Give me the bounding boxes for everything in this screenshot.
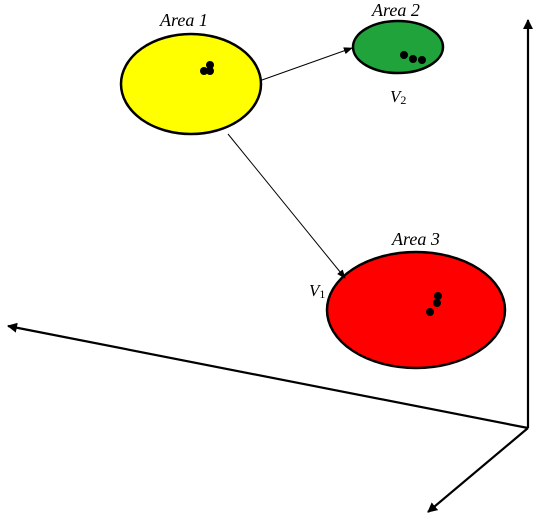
area-3-label: Area 3 — [391, 229, 440, 249]
area-1-ellipse — [119, 32, 263, 136]
vector-v1-symbol: V — [309, 281, 322, 300]
data-point — [433, 299, 441, 307]
data-point — [409, 55, 417, 63]
data-point — [434, 292, 442, 300]
area-3-points — [426, 292, 442, 316]
data-point — [418, 56, 426, 64]
vector-v2-symbol: V — [390, 87, 403, 106]
data-point — [206, 67, 214, 75]
vector-v1-subscript: 1 — [319, 287, 325, 301]
arrow-area1-to-area2 — [261, 47, 353, 81]
area-1: Area 1 — [119, 10, 263, 136]
area-3-ellipse — [325, 250, 507, 370]
left-axis — [7, 322, 529, 430]
axes — [7, 19, 533, 513]
data-point — [426, 308, 434, 316]
arrow-area1-to-area3 — [227, 133, 346, 279]
area-2-ellipse — [351, 19, 445, 75]
vector-v1-label: V1 — [309, 281, 325, 301]
data-point — [400, 51, 408, 59]
area-2: Area 2 — [351, 0, 445, 75]
vector-v2-subscript: 2 — [400, 93, 406, 107]
area-2-points — [400, 51, 426, 64]
area-3: Area 3 — [325, 229, 507, 370]
data-point — [206, 61, 214, 69]
area-1-points — [200, 61, 214, 75]
vector-v2-label: V2 — [390, 87, 406, 107]
front-axis — [427, 427, 529, 513]
area-2-label: Area 2 — [371, 0, 420, 20]
data-point — [200, 67, 208, 75]
area-1-label: Area 1 — [159, 10, 208, 30]
